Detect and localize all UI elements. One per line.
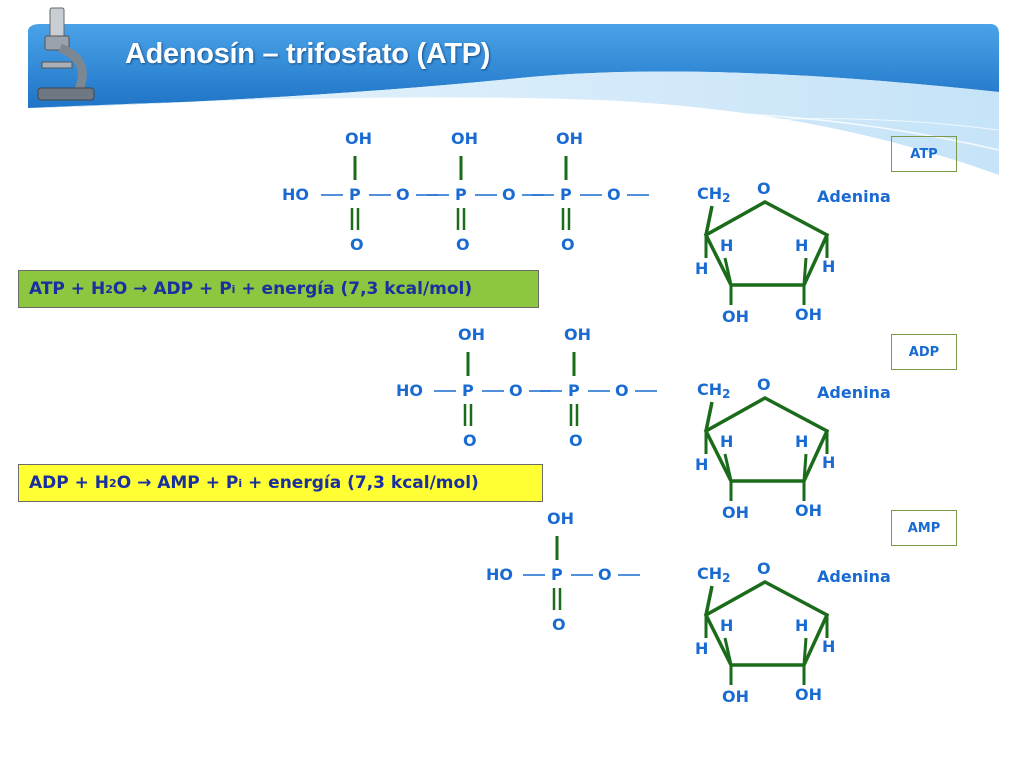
bridge-oxygen-label: O <box>598 565 612 584</box>
hydroxyl-label: OH <box>795 501 822 520</box>
oxygen-label: O <box>569 431 583 450</box>
bridge-oxygen-label: O <box>615 381 629 400</box>
oxygen-label: O <box>350 235 364 254</box>
oxygen-label: O <box>552 615 566 634</box>
phosphorus-label: P <box>349 185 361 204</box>
bridge-oxygen-label: O <box>509 381 523 400</box>
h-label: H <box>795 616 809 635</box>
h-label: H <box>795 432 809 451</box>
phosphorus-label: P <box>462 381 474 400</box>
h-label: H <box>695 259 709 278</box>
h-bond <box>723 257 733 286</box>
h-label: H <box>720 236 734 255</box>
ch2-label: CH2 <box>697 380 731 402</box>
hydroxyl-label: OH <box>451 129 478 148</box>
page-title: Adenosín – trifosfato (ATP) <box>125 38 491 70</box>
h-label: H <box>795 236 809 255</box>
h-label: H <box>695 455 709 474</box>
h-bond <box>802 257 808 286</box>
oxygen-label: O <box>463 431 477 450</box>
ho-label: HO <box>486 565 513 584</box>
adenina-label: Adenina <box>817 567 891 586</box>
ch2-label: CH2 <box>697 564 731 586</box>
h-bond <box>802 637 808 666</box>
ch2-bond <box>704 401 714 432</box>
phosphorus-label: P <box>560 185 572 204</box>
hydroxyl-label: OH <box>722 503 749 522</box>
ho-label: HO <box>282 185 309 204</box>
ch2-bond <box>704 585 714 616</box>
hydroxyl-label: OH <box>345 129 372 148</box>
h-label: H <box>720 616 734 635</box>
hydroxyl-label: OH <box>722 687 749 706</box>
h-bond <box>723 637 733 666</box>
ring-oxygen-label: O <box>757 179 771 198</box>
phosphorus-label: P <box>551 565 563 584</box>
bridge-oxygen-label: O <box>607 185 621 204</box>
adenina-label: Adenina <box>817 383 891 402</box>
h-label: H <box>720 432 734 451</box>
hydroxyl-label: OH <box>795 305 822 324</box>
molecule-tag-adp: ADP <box>891 334 957 370</box>
adenina-label: Adenina <box>817 187 891 206</box>
h-label: H <box>822 257 836 276</box>
h-label: H <box>695 639 709 658</box>
ring-oxygen-label: O <box>757 559 771 578</box>
bridge-oxygen-label: O <box>396 185 410 204</box>
microscope-icon <box>37 7 95 101</box>
ch2-label: CH2 <box>697 184 731 206</box>
hydroxyl-label: OH <box>458 325 485 344</box>
header-banner <box>28 7 1000 175</box>
hydroxyl-label: OH <box>722 307 749 326</box>
hydroxyl-label: OH <box>556 129 583 148</box>
oxygen-label: O <box>456 235 470 254</box>
hydroxyl-label: OH <box>547 509 574 528</box>
molecule-tag-amp: AMP <box>891 510 957 546</box>
hydroxyl-label: OH <box>795 685 822 704</box>
ring-oxygen-label: O <box>757 375 771 394</box>
h-bond <box>802 453 808 482</box>
bridge-oxygen-label: O <box>502 185 516 204</box>
phosphorus-label: P <box>568 381 580 400</box>
ho-label: HO <box>396 381 423 400</box>
ch2-bond <box>704 205 714 236</box>
h-bond <box>723 453 733 482</box>
phosphorus-label: P <box>455 185 467 204</box>
hydroxyl-label: OH <box>564 325 591 344</box>
oxygen-label: O <box>561 235 575 254</box>
molecule-tag-atp: ATP <box>891 136 957 172</box>
h-label: H <box>822 637 836 656</box>
h-label: H <box>822 453 836 472</box>
